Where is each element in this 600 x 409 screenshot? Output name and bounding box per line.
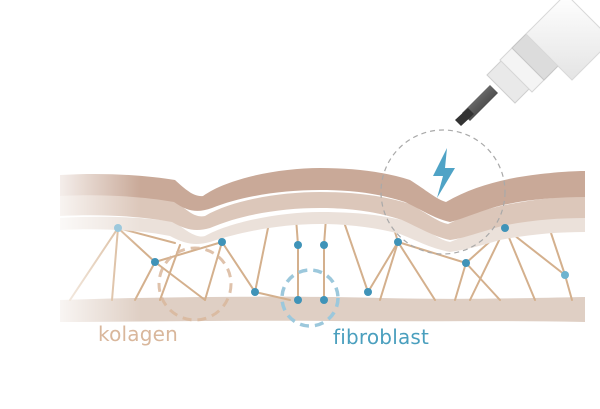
- fibroblast-label: fibroblast: [333, 325, 430, 349]
- fibroblast-nodes: [114, 224, 569, 304]
- collagen-highlight-circle: [157, 246, 233, 322]
- skin-surface-layers: [40, 160, 600, 330]
- lightning-bolt-icon: [433, 148, 455, 198]
- fibroblast-highlight-circle: [280, 268, 340, 328]
- zap-highlight-circle: [380, 129, 506, 255]
- collagen-label: kolagen: [98, 322, 178, 346]
- microneedle-pen-icon: [455, 0, 600, 126]
